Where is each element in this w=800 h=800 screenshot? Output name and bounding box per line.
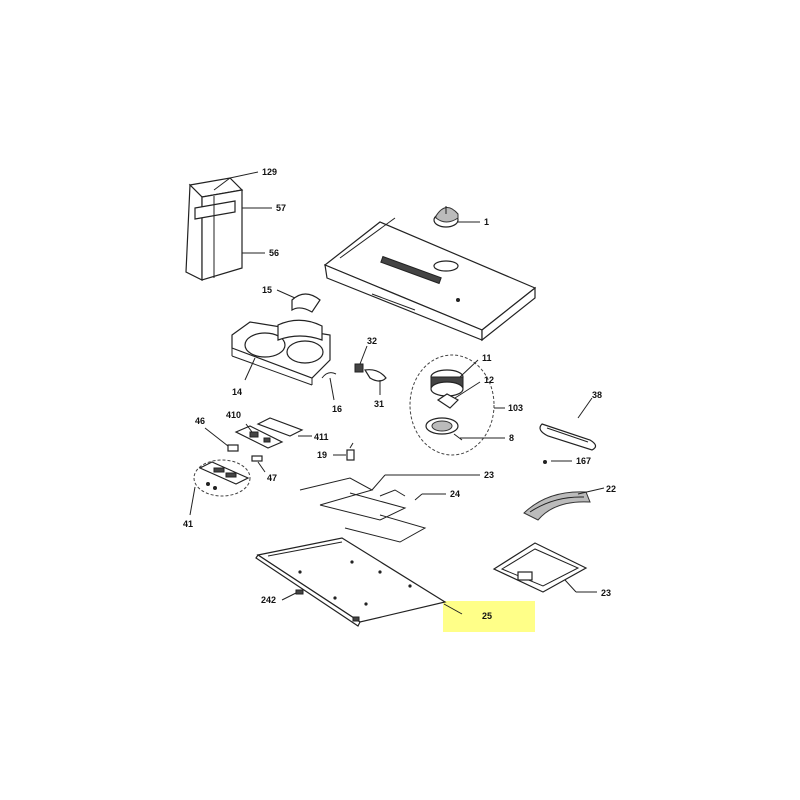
label-1: 1	[484, 217, 489, 227]
grease-filter-part	[492, 542, 588, 593]
label-38: 38	[592, 390, 602, 400]
label-129: 129	[262, 167, 277, 177]
highlight-box	[443, 601, 535, 632]
label-12: 12	[484, 375, 494, 385]
label-46: 46	[195, 416, 205, 426]
label-410: 410	[226, 410, 241, 420]
label-8: 8	[509, 433, 514, 443]
label-24: 24	[450, 489, 460, 499]
label-19: 19	[317, 450, 327, 460]
label-14: 14	[232, 387, 242, 397]
motor-assembly-part	[425, 369, 464, 441]
label-103: 103	[508, 403, 523, 413]
label-41: 41	[183, 519, 193, 529]
label-23-top: 23	[484, 470, 494, 480]
label-56: 56	[269, 248, 279, 258]
label-242: 242	[261, 595, 276, 605]
label-32: 32	[367, 336, 377, 346]
label-25: 25	[482, 611, 492, 621]
switch-panel-part	[198, 461, 250, 490]
label-47: 47	[267, 473, 277, 483]
control-board-part	[227, 417, 304, 462]
label-11: 11	[482, 353, 492, 363]
label-16: 16	[332, 404, 342, 414]
label-15: 15	[262, 285, 272, 295]
label-31: 31	[374, 399, 384, 409]
label-22: 22	[606, 484, 616, 494]
damper-part	[523, 491, 591, 521]
light-lens-part	[539, 423, 597, 451]
blower-housing-part	[231, 293, 331, 386]
wire-sheets-part	[299, 477, 427, 543]
label-57: 57	[276, 203, 286, 213]
knob-part	[433, 206, 459, 228]
bottom-plate-part	[255, 537, 447, 627]
hood-body-part	[323, 217, 537, 342]
label-23-filter: 23	[601, 588, 611, 598]
label-411: 411	[314, 432, 329, 442]
label-167: 167	[576, 456, 591, 466]
chimney-part	[185, 177, 244, 281]
